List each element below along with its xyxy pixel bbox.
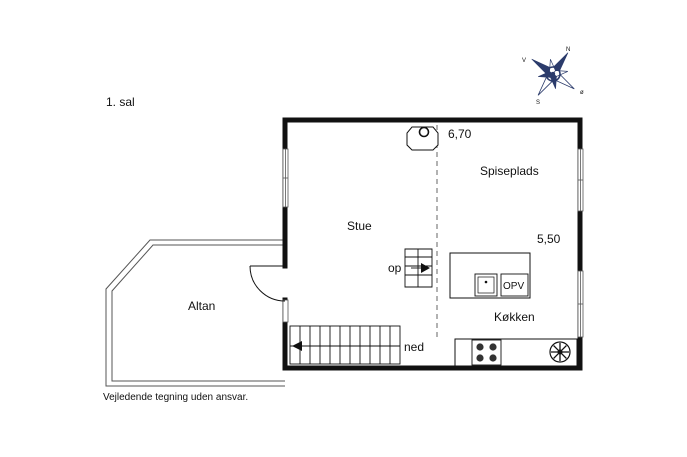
disclaimer-text: Vejledende tegning uden ansvar. [103, 392, 248, 403]
dimension-width: 6,70 [448, 127, 472, 141]
room-label-dining: Spiseplads [480, 164, 539, 178]
room-label-kitchen: Køkken [494, 310, 535, 324]
room-label-balcony: Altan [188, 299, 215, 313]
sink-icon [474, 273, 498, 297]
stair-down-label: ned [404, 340, 424, 354]
compass-south-label: S [536, 100, 540, 106]
dimension-depth: 5,50 [537, 232, 561, 246]
stair-up [404, 248, 433, 288]
cooktop-icon [471, 339, 502, 366]
stove-icon [406, 126, 439, 151]
stair-down-arrow-icon [292, 341, 302, 351]
balcony-outline [105, 239, 285, 387]
stair-up-label: op [388, 261, 402, 275]
dishwasher-label: OPV [503, 281, 524, 292]
kitchen-island [449, 252, 531, 299]
exterior-walls [282, 117, 583, 371]
dishwasher-box [500, 273, 529, 297]
balcony-door [249, 265, 286, 302]
window-left-lower [282, 299, 289, 323]
compass-north-label: N [566, 47, 570, 53]
room-label-living: Stue [347, 219, 372, 233]
compass-rose-icon [531, 52, 575, 96]
stair-down [289, 325, 401, 365]
compass-west-label: V [522, 58, 526, 64]
stair-up-arrow-icon [421, 263, 430, 273]
extractor-fan-icon [549, 341, 571, 363]
compass-east-label: ø [580, 90, 584, 96]
floor-label: 1. sal [106, 95, 135, 109]
windows [282, 148, 584, 338]
